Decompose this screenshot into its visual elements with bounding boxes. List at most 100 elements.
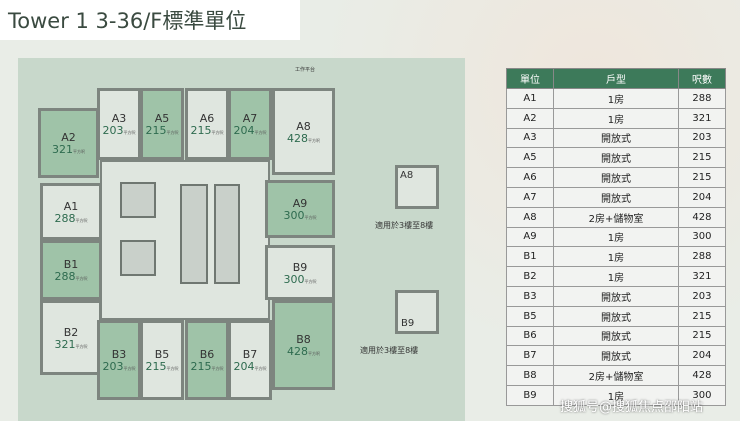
table-cell: 開放式 (553, 167, 679, 188)
lift-shaft (120, 240, 156, 276)
table-cell: 321 (677, 107, 727, 129)
table-cell: B3 (505, 285, 555, 307)
unit-name: A2 (61, 131, 76, 144)
table-cell: 288 (677, 246, 727, 268)
unit-area: 204平方呎 (233, 124, 267, 137)
table-cell: A3 (505, 127, 555, 149)
table-cell: 開放式 (553, 186, 679, 208)
unit-area: 215平方呎 (145, 124, 179, 137)
table-cell: 開放式 (553, 305, 679, 327)
unit-name: A3 (111, 112, 127, 125)
work-platform-label: 工作平台 (295, 67, 316, 73)
table-cell: A8 (505, 206, 555, 228)
table-cell: 215 (677, 167, 727, 188)
column-header: 單位 (505, 68, 555, 89)
unit-name: B3 (111, 348, 127, 361)
unit-area: 300平方呎 (283, 272, 317, 286)
unit-area: 300平方呎 (283, 209, 317, 222)
table-cell: 開放式 (553, 345, 679, 367)
unit-name: A1 (63, 199, 79, 213)
table-cell: 215 (677, 305, 727, 327)
table-cell: B8 (505, 365, 555, 386)
unit-name: B8 (296, 333, 311, 346)
table-cell: 1房 (553, 266, 679, 287)
table-cell: B6 (505, 325, 555, 347)
unit-area: 215平方呎 (145, 360, 179, 373)
watermark: 搜狐号@搜狐焦点邵阳站 (560, 400, 704, 415)
unit-area: 321平方呎 (54, 337, 88, 351)
unit-area: 215平方呎 (190, 124, 224, 137)
unit-name: B7 (242, 348, 258, 361)
column-header: 戶型 (553, 68, 679, 89)
stair (180, 184, 208, 284)
table-cell: 300 (677, 384, 727, 406)
unit-name: B9 (292, 260, 308, 274)
table-cell: 321 (677, 266, 727, 287)
lift-core (100, 160, 270, 320)
table-cell: 288 (677, 88, 727, 109)
unit-name: A9 (292, 197, 308, 210)
unit-name: A8 (296, 119, 311, 133)
unit-area: 288平方呎 (54, 270, 88, 283)
unit-area: 288平方呎 (54, 211, 88, 225)
table-cell: 215 (677, 147, 727, 169)
table-cell: A7 (505, 186, 555, 208)
table-cell: 215 (677, 325, 727, 347)
table-cell: 203 (677, 285, 727, 307)
table-cell: 300 (677, 226, 727, 248)
table-cell: 2房+儲物室 (553, 365, 679, 386)
table-cell: 1房 (553, 384, 679, 406)
table-cell: A5 (505, 147, 555, 169)
inset-note: 適用於3樓至8樓 (375, 221, 434, 230)
inset-b9: B9 (395, 290, 439, 334)
table-cell: 1房 (553, 246, 679, 268)
table-cell: 428 (677, 206, 727, 228)
unit-name: A7 (242, 112, 258, 125)
inset-label: B9 (401, 318, 415, 329)
unit-name: A6 (199, 112, 215, 125)
unit-area: 428平方呎 (287, 131, 320, 145)
inset-a8: A8 (395, 165, 439, 209)
unit-area: 204平方呎 (233, 360, 267, 373)
inset-label: A8 (400, 170, 414, 181)
inset-note: 適用於3樓至8樓 (360, 346, 419, 355)
table-cell: A2 (505, 107, 555, 129)
table-cell: 開放式 (553, 285, 679, 307)
table-cell: 204 (677, 186, 727, 208)
unit-area: 428平方呎 (287, 345, 320, 358)
table-cell: 開放式 (553, 127, 679, 149)
table-cell: B7 (505, 345, 555, 367)
page-title: Tower 1 3-36/F標準單位 (0, 0, 300, 40)
table-cell: B1 (505, 246, 555, 268)
table-cell: B2 (505, 266, 555, 287)
table-cell: 204 (677, 345, 727, 367)
table-cell: 203 (677, 127, 727, 149)
lift-shaft (120, 182, 156, 218)
unit-area: 321平方呎 (52, 143, 85, 156)
